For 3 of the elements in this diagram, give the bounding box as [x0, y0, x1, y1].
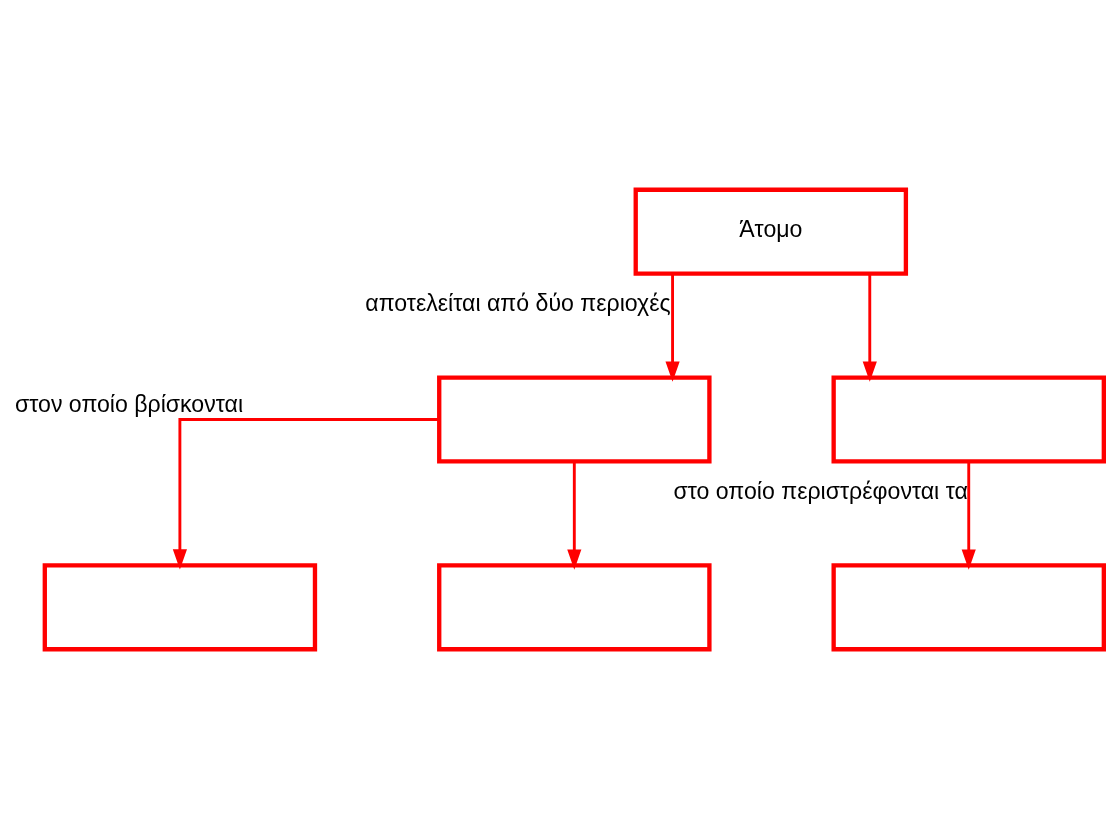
edge-label: στον οποίο βρίσκονται — [14, 390, 244, 417]
edge-label: στο οποίο περιστρέφονται τα — [673, 477, 968, 504]
edge-label: αποτελείται από δύο περιοχές — [365, 289, 671, 316]
